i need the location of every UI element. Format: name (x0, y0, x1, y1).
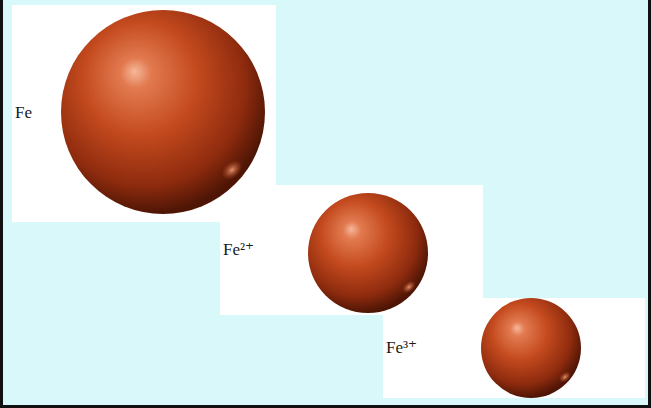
iron-ii-sphere (308, 193, 428, 313)
iron-iii-sphere (481, 298, 581, 398)
ion-symbol: Fe³⁺ (386, 339, 417, 358)
ion-symbol: Fe (15, 104, 32, 123)
iron-atom-sphere (61, 10, 265, 214)
ion-symbol: Fe²⁺ (223, 241, 254, 260)
